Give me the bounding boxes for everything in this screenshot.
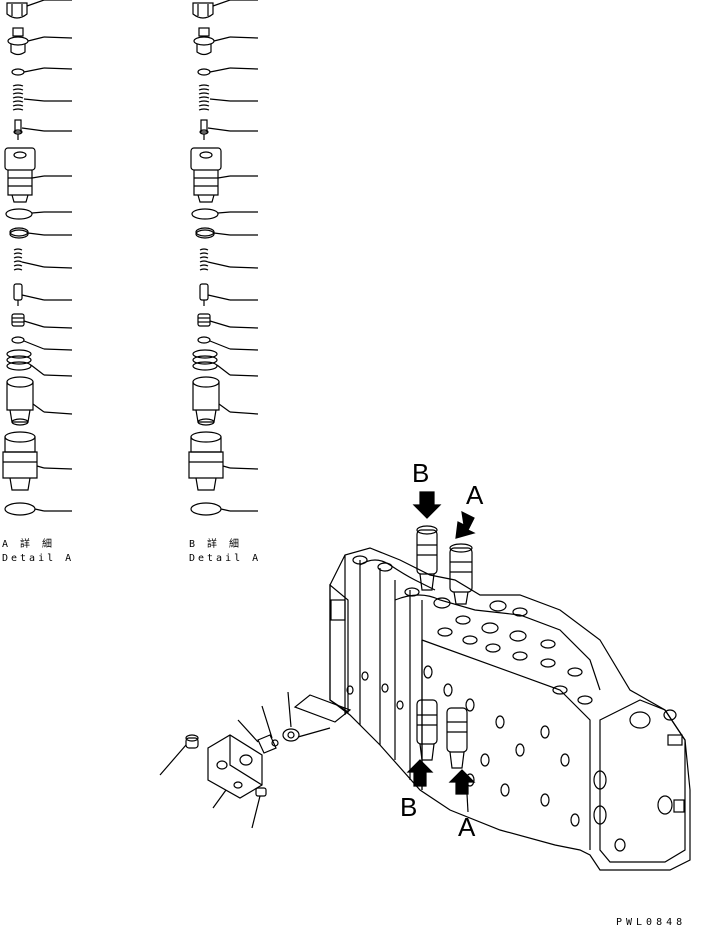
detail-a-leader-lines-ext [43,0,73,512]
top-relief-valve-b [416,525,438,591]
drawing-code: PWL0848 [616,917,687,928]
bottom-relief-valve-a [446,707,468,769]
detail-b-title-en: Detail A [189,553,262,564]
pointer-line [466,793,469,813]
side-cover-assembly [159,691,352,829]
arrow-bottom-b-icon [406,759,434,787]
coil-ring-part [6,349,45,376]
sleeve-part [11,313,45,328]
washer-part [11,336,45,350]
detail-b-parts-column [188,0,231,516]
marker-bottom-b: B [400,792,418,822]
control-valve-assembly [329,547,691,871]
arrow-top-a-icon [455,510,476,539]
plunger-part [6,376,45,426]
valve-body-part [4,147,45,203]
marker-top-a: A [466,480,484,510]
spring-2-part [13,248,45,271]
detail-b-title-jp: B 詳 細 [189,539,243,550]
direction-arrows [406,491,476,795]
arrow-bottom-a-icon [448,769,476,795]
piston-part [13,283,45,306]
nut-part [6,0,45,19]
bottom-o-ring-part [4,502,45,516]
housing-part [2,431,45,491]
detail-a-title-jp: A 詳 細 [2,539,56,550]
detail-b-leader-lines [229,0,259,512]
arrow-top-b-icon [412,491,442,519]
top-relief-valve-a [449,543,473,605]
detail-a-parts-column [2,0,45,516]
small-ring-part [11,67,45,76]
bottom-relief-valve-b [416,699,438,761]
spring-part [12,84,45,111]
o-ring-part [5,208,45,220]
poppet-part [13,119,45,140]
backup-ring-part [9,227,45,239]
marker-bottom-a: A [458,812,476,842]
marker-top-b: B [412,458,430,488]
detail-a-title-en: Detail A [2,553,75,564]
adjusting-screw-part [7,27,45,56]
